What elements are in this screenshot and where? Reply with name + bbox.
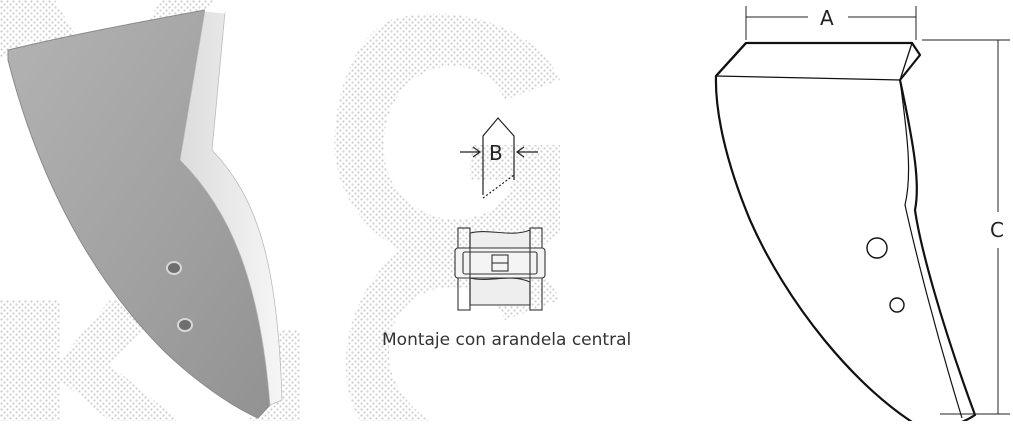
blade-outline-drawing [714,41,977,425]
bolt-hole-lower [177,318,193,332]
dimension-c-label: C [990,218,1004,242]
dimension-a [745,6,917,40]
arrow-right-icon [515,146,538,158]
mounting-caption: Montaje con arandela central [382,330,632,350]
arrow-left-icon [460,146,482,158]
bolt-hole-upper [166,261,182,275]
dimension-b-label: B [489,141,503,165]
dimension-a-label: A [820,6,834,30]
blade-photo [7,8,283,419]
thickness-detail [460,117,538,199]
dimension-c [922,39,1010,415]
mounting-detail [454,227,546,311]
bolt-hole-lower-drawing [889,297,905,313]
bolt-hole-upper-drawing [866,237,888,259]
